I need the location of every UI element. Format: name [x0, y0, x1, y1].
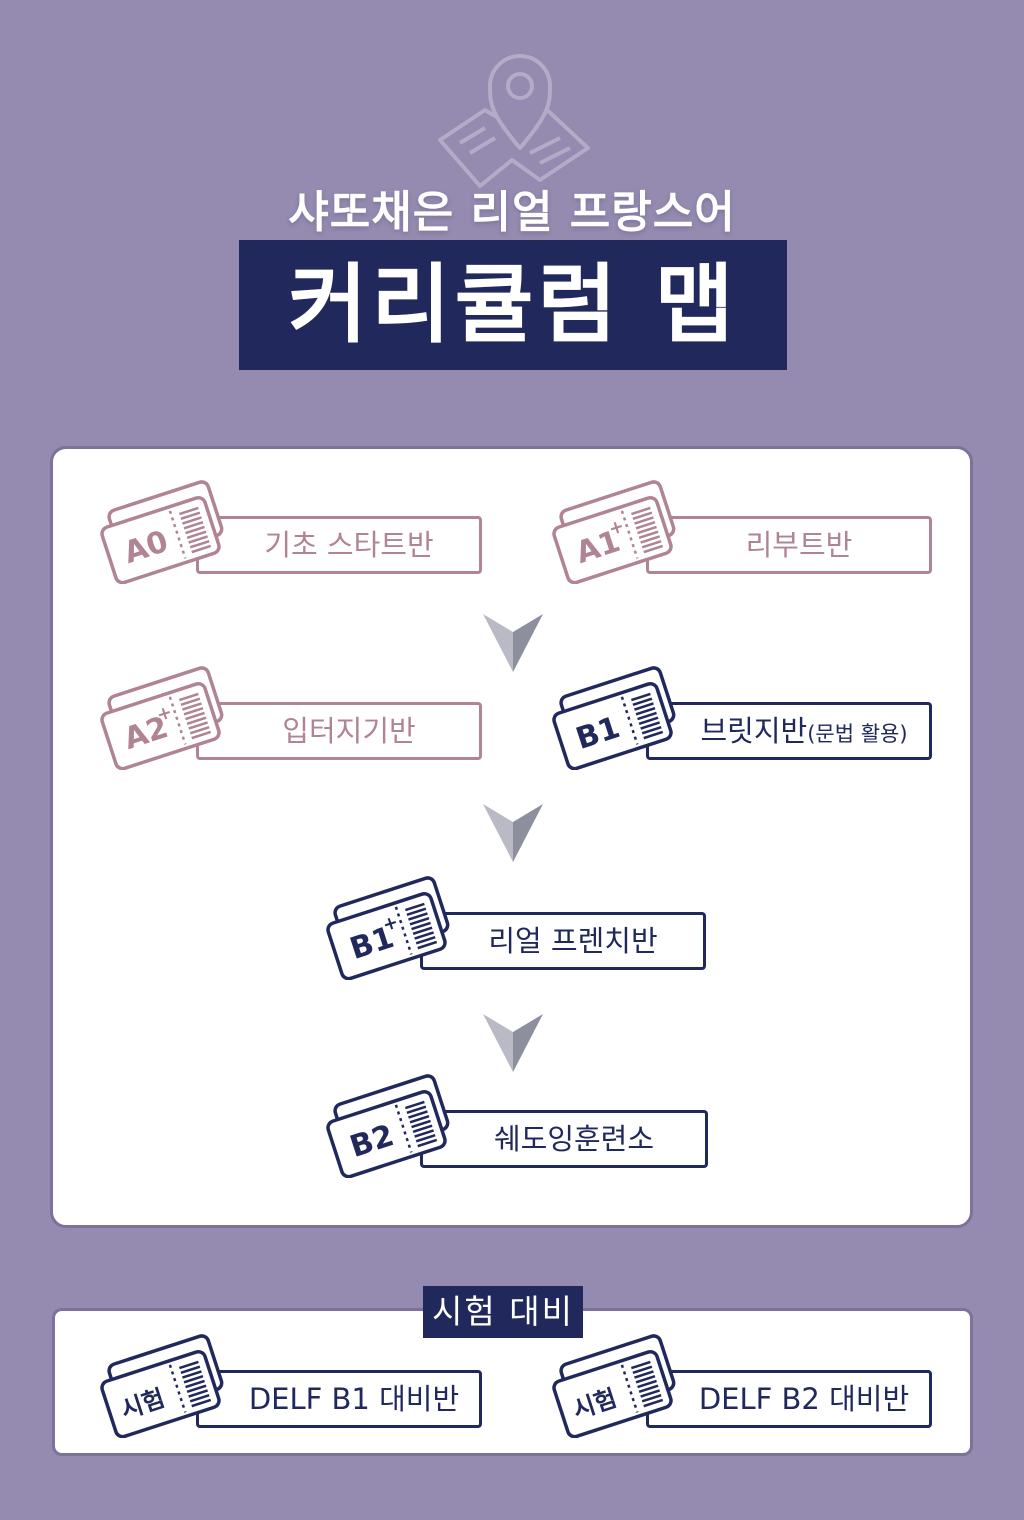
ticket-icon-b2: B2 [326, 1074, 450, 1178]
down-arrow-icon [483, 614, 543, 672]
course-pill-a2-plus[interactable] [196, 702, 482, 760]
exam-course-pill-delf-b1[interactable] [196, 1370, 482, 1428]
ticket-icon-a0: A0 [100, 480, 224, 584]
ticket-icon-b1-plus: B1+ [326, 876, 450, 980]
exam-course-label-delf-b2: DELF B2 대비반 [698, 1382, 910, 1416]
page-subtitle: 샤또채은 리얼 프랑스어 [288, 187, 736, 238]
course-pill-b1-plus[interactable] [420, 912, 706, 970]
exam-course-label-delf-b1: DELF B1 대비반 [248, 1382, 460, 1416]
course-label-a0: 기초 스타트반 [264, 528, 434, 562]
ticket-icon-a1-plus: A1+ [552, 480, 676, 584]
course-label-b2: 쉐도잉훈련소 [493, 1122, 655, 1156]
course-pill-a0[interactable] [196, 516, 482, 574]
course-label-b1: 브릿지반(문법 활용) [676, 702, 932, 760]
title-banner [239, 240, 787, 370]
down-arrow-icon [483, 804, 543, 862]
course-label-a1-plus: 리부트반 [745, 528, 853, 562]
ticket-icon-a2-plus: A2+ [100, 666, 224, 770]
ticket-sup-a2-plus: + [154, 702, 175, 727]
down-arrow-icon [483, 1014, 543, 1072]
exam-prep-badge [423, 1286, 583, 1338]
ticket-icon-exam-b1: 시험 [100, 1334, 224, 1438]
map-pin-icon [438, 54, 590, 188]
course-pill-b1[interactable] [646, 702, 932, 760]
course-pill-b2[interactable] [420, 1110, 708, 1168]
exam-prep-title: 시험 대비 [432, 1292, 574, 1331]
course-note-b1: (문법 활용) [807, 722, 908, 746]
ticket-sup-a1-plus: + [606, 516, 627, 541]
ticket-icon-exam-b2: 시험 [552, 1334, 676, 1438]
course-pill-a1-plus[interactable] [646, 516, 932, 574]
ticket-sup-b1-plus: + [380, 912, 401, 937]
ticket-icon-b1: B1 [552, 666, 676, 770]
course-label-a2-plus: 입터지기반 [282, 714, 416, 748]
course-name-b1: 브릿지반 [700, 714, 808, 748]
course-label-b1-plus: 리얼 프렌치반 [488, 924, 658, 958]
page-title: 커리큘럼 맵 [288, 255, 738, 355]
